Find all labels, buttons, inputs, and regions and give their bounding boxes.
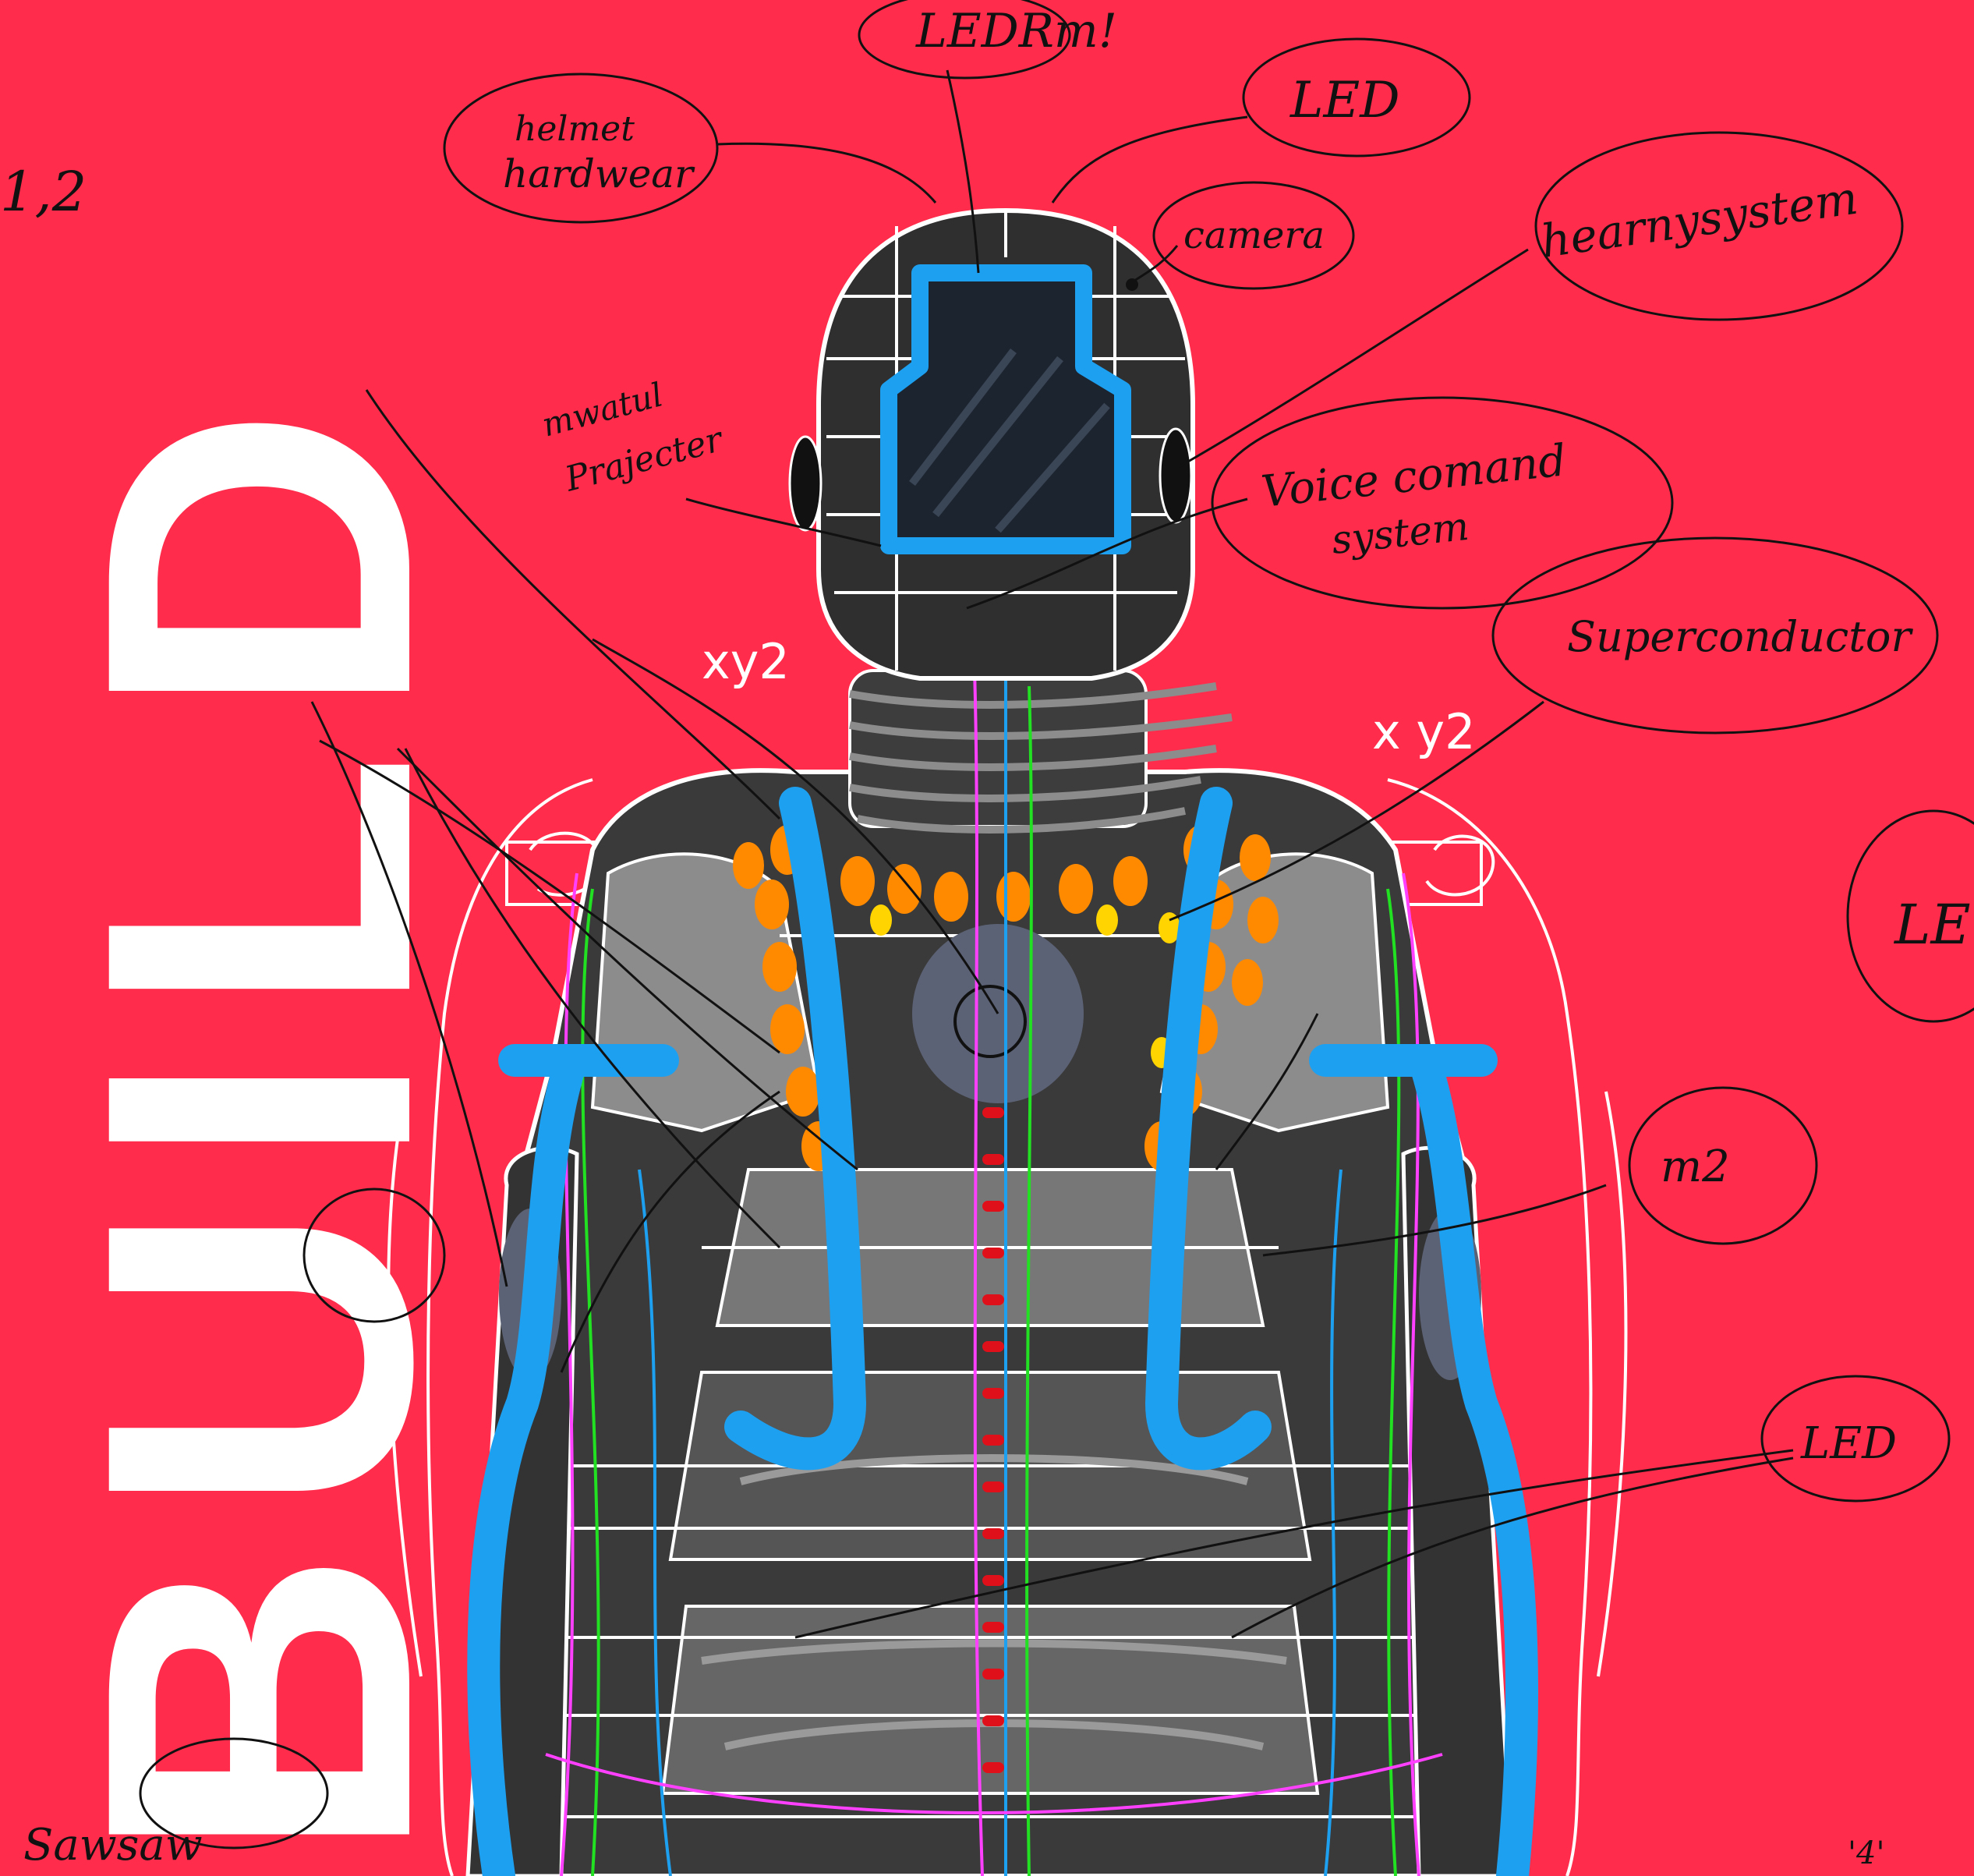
helmet	[790, 211, 1193, 678]
label-miniature-projector-1: mwatul	[538, 375, 667, 444]
label-xyz-left: xy2	[702, 633, 790, 690]
label-sawsaw: Sawsaw	[23, 1820, 203, 1871]
build-title-text: BUILD	[14, 373, 502, 1864]
label-voice-command-2: system	[1329, 504, 1471, 563]
label-led-edge: LE	[1893, 893, 1971, 957]
label-superconductor: Superconductor	[1567, 612, 1913, 661]
label-corner-mark: '4'	[1848, 1835, 1884, 1871]
left-ear-module	[790, 437, 821, 530]
label-voice-command-1: Voice comand	[1259, 435, 1569, 518]
visor	[889, 273, 1123, 546]
label-helmet-hardware-2: hardwear	[503, 151, 695, 196]
label-xyz-right: x y2	[1372, 703, 1476, 760]
center-red-dots	[982, 1107, 1004, 1773]
label-hearing-system: hearnysystem	[1537, 172, 1861, 268]
label-number-edge: 1,2	[0, 160, 87, 224]
label-m2: m2	[1661, 1142, 1730, 1192]
label-helmet-hardware-1: helmet	[515, 109, 635, 149]
build-title: BUILD	[14, 373, 502, 1864]
label-led-lower: LED	[1800, 1418, 1897, 1469]
label-led-right: LED	[1289, 72, 1400, 129]
label-camera: camera	[1183, 214, 1325, 257]
label-led-top: LEDRm!	[915, 4, 1117, 58]
right-ear-module	[1160, 429, 1191, 522]
